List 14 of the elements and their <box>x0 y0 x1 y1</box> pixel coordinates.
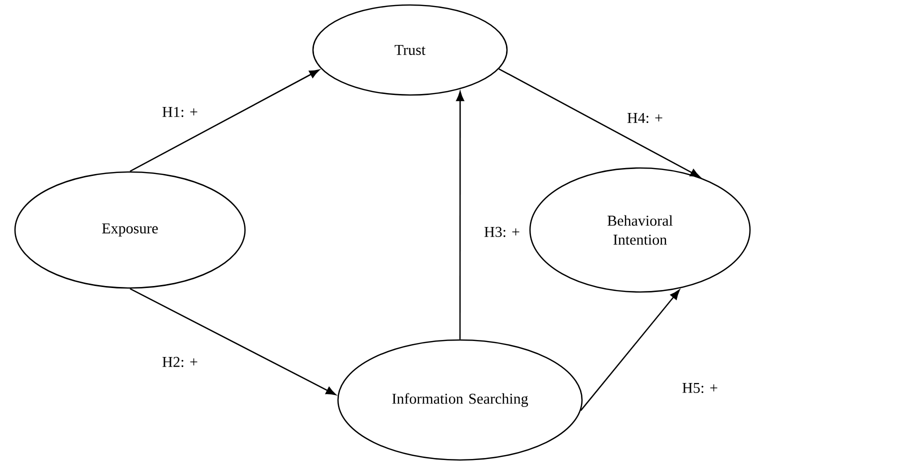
edge-label: H4: + <box>626 112 664 124</box>
ellipse-node: Trust <box>312 4 508 96</box>
ellipse-node: Behavioral Intention <box>529 167 751 293</box>
edge-label: H5: + <box>681 382 719 394</box>
edge-label: H2: + <box>161 356 199 368</box>
arrow <box>456 91 464 340</box>
arrow <box>498 68 700 178</box>
edge-label: H3: + <box>483 226 521 238</box>
ellipse-node: Information Searching <box>337 339 583 461</box>
ellipse-node: Exposure <box>14 171 246 289</box>
arrow <box>130 288 336 396</box>
arrow <box>130 70 320 172</box>
edge-label: H1: + <box>161 106 199 118</box>
arrow <box>580 290 680 411</box>
